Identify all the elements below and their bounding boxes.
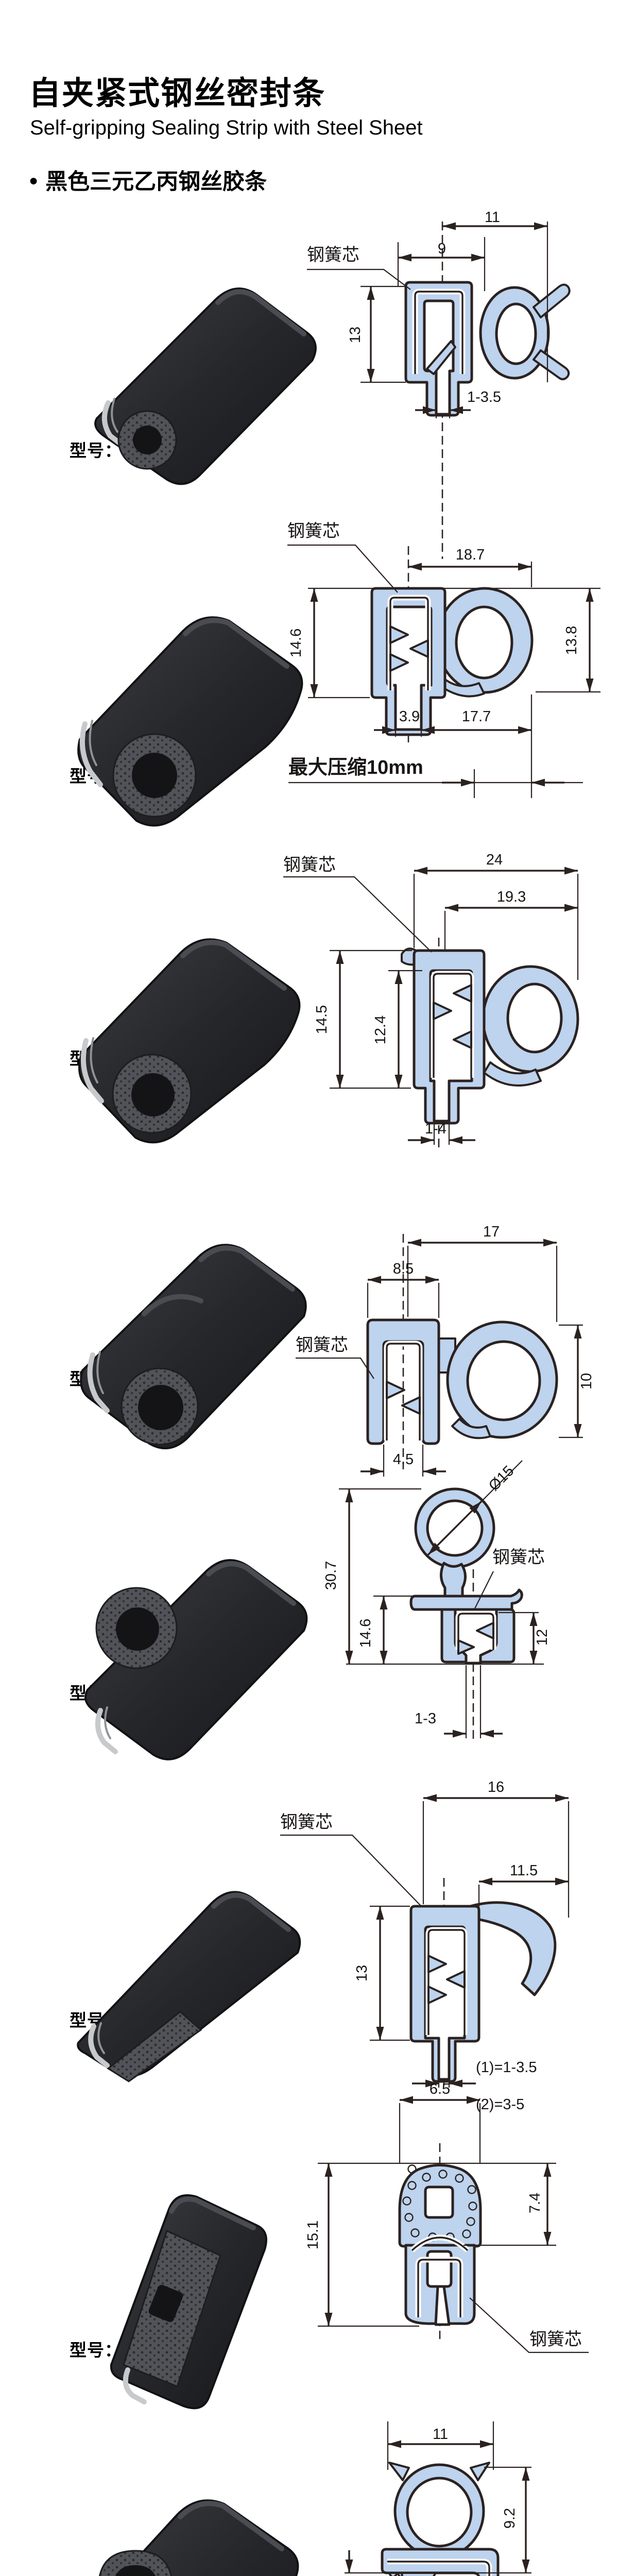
dim-mf005-h1: 14.6 bbox=[288, 629, 304, 657]
dim-mf006-w1: 24 bbox=[486, 852, 503, 868]
dim-mf010-h2: 7.4 bbox=[527, 2193, 543, 2213]
product-diagram-mf-007: 17 8.5 10 4.5 钢簧芯 bbox=[296, 1224, 595, 1477]
steel-core-label-mf-005: 钢簧芯 bbox=[287, 521, 340, 541]
product-diagram-mf-005: 18.7 14.6 13.8 3.9 17.7 最大压缩10mm 钢簧芯 bbox=[287, 521, 600, 798]
product-diagram-mf-006: 24 19.3 14.5 12.4 1-4 钢簧芯 bbox=[283, 852, 579, 1151]
dim-mf007-w2: 8.5 bbox=[393, 1261, 414, 1277]
steel-core-label-mf-008: 钢簧芯 bbox=[492, 1548, 545, 1567]
page-title: 自夹紧式钢丝密封条 bbox=[29, 76, 326, 111]
product-photo-mf-011 bbox=[99, 2499, 299, 2576]
product-diagram-mf-009: 16 11.5 13 (1)=1-3.5 (2)=3-5 钢簧芯 bbox=[280, 1779, 570, 2113]
bullet-icon: ● bbox=[29, 172, 39, 189]
dim-mf004-w1: 11 bbox=[485, 209, 500, 226]
product-photo-mf-006 bbox=[78, 938, 301, 1144]
dim-mf007-gap: 4.5 bbox=[393, 1451, 414, 1468]
product-photo-mf-008 bbox=[84, 1559, 308, 1760]
steel-core-label-mf-004: 钢簧芯 bbox=[307, 245, 359, 265]
product-diagram-mf-008: Ø15 30.7 14.6 12 1-3 钢簧芯 bbox=[323, 1460, 551, 1740]
dim-mf008-h3: 12 bbox=[534, 1629, 551, 1646]
steel-core-label-mf-007: 钢簧芯 bbox=[296, 1335, 348, 1355]
note-mf005-compression: 最大压缩10mm bbox=[288, 757, 423, 778]
dim-mf006-w2: 19.3 bbox=[497, 889, 526, 905]
product-photo-mf-010 bbox=[110, 2194, 267, 2410]
dim-mf006-h2: 12.4 bbox=[372, 1015, 389, 1044]
dim-mf010-w1: 6.5 bbox=[430, 2081, 450, 2097]
dim-mf008-h2: 14.6 bbox=[357, 1619, 374, 1648]
dim-mf006-h1: 14.5 bbox=[314, 1005, 330, 1034]
dim-mf004-h1: 13 bbox=[347, 327, 364, 343]
dim-mf004-gap: 1-3.5 bbox=[467, 389, 501, 405]
dim-mf008-h1: 30.7 bbox=[323, 1561, 339, 1590]
product-photo-mf-005 bbox=[77, 616, 303, 827]
dim-mf005-h2: 13.8 bbox=[563, 626, 580, 655]
bullet-text: 黑色三元乙丙钢丝胶条 bbox=[45, 170, 267, 194]
dim-mf005-gap: 3.9 bbox=[399, 708, 420, 725]
steel-core-label-mf-006: 钢簧芯 bbox=[283, 855, 336, 875]
product-diagram-mf-010: 6.5 15.1 7.4 钢簧芯 bbox=[305, 2081, 589, 2353]
steel-core-label-mf-010: 钢簧芯 bbox=[529, 2330, 582, 2349]
dim-mf010-h1: 15.1 bbox=[305, 2221, 321, 2249]
dim-mf009-gap1: (1)=1-3.5 bbox=[476, 2059, 537, 2076]
steel-core-label-mf-009: 钢簧芯 bbox=[280, 1812, 333, 1832]
product-diagram-mf-004: 11 9 13 1-3.5 钢簧芯 bbox=[307, 209, 571, 559]
product-photo-mf-009 bbox=[77, 1891, 301, 2082]
dim-mf011-h1: 9.2 bbox=[502, 2508, 518, 2529]
sponge-dots-mf-010 bbox=[402, 2164, 477, 2242]
dim-mf007-w1: 17 bbox=[483, 1224, 500, 1240]
dim-mf009-h1: 13 bbox=[354, 1965, 370, 1981]
dim-mf011-w1: 11 bbox=[433, 2426, 448, 2443]
product-photo-mf-007 bbox=[80, 1244, 307, 1450]
product-diagram-mf-011: 11 9.2 3.8 13 钢簧芯 bbox=[345, 2421, 531, 2576]
feature-bullet: ● 黑色三元乙丙钢丝胶条 bbox=[29, 164, 267, 196]
product-photo-mf-004 bbox=[94, 287, 317, 485]
dim-mf004-w2: 9 bbox=[438, 241, 446, 257]
dim-mf009-gap2: (2)=3-5 bbox=[476, 2096, 524, 2113]
dim-mf006-gap: 1-4 bbox=[425, 1121, 447, 1137]
dim-mf005-w1: 18.7 bbox=[456, 547, 485, 563]
dim-mf007-h1: 10 bbox=[578, 1373, 595, 1389]
page-subtitle: Self-gripping Sealing Strip with Steel S… bbox=[30, 116, 423, 139]
dim-mf008-gap: 1-3 bbox=[415, 1710, 436, 1727]
dim-mf009-w2: 11.5 bbox=[510, 1862, 538, 1879]
dim-mf009-w1: 16 bbox=[488, 1779, 504, 1795]
dim-mf005-w2: 17.7 bbox=[462, 708, 491, 725]
dim-mf008-dia: Ø15 bbox=[486, 1463, 517, 1494]
